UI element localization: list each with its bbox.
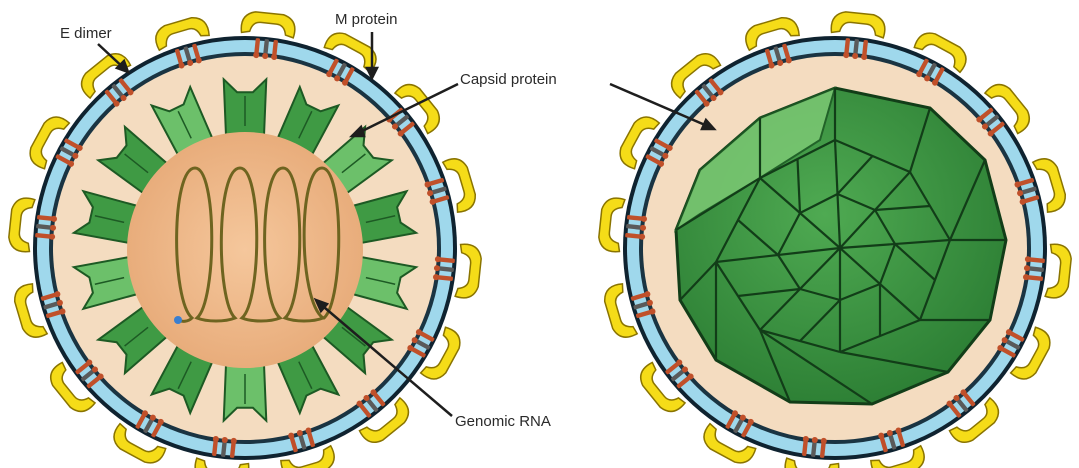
m-protein-label: M protein	[335, 11, 398, 28]
genome-core	[127, 132, 363, 368]
e-dimer-shape-icon	[831, 10, 887, 37]
e-dimer-shape-icon	[1045, 244, 1072, 300]
e-dimer-shape-icon	[7, 197, 34, 253]
e-dimer-shape-icon	[241, 10, 297, 37]
virion-cross-section	[7, 10, 482, 468]
e-dimer-label: E dimer	[60, 25, 112, 42]
genomic-rna-label: Genomic RNA	[455, 413, 551, 430]
e-dimer-shape-icon	[455, 244, 482, 300]
e-dimer-shape-icon	[597, 197, 624, 253]
virion-capsid-view	[597, 10, 1072, 468]
capsid-protein-label: Capsid protein	[460, 71, 557, 88]
rna-end-marker	[174, 316, 182, 324]
